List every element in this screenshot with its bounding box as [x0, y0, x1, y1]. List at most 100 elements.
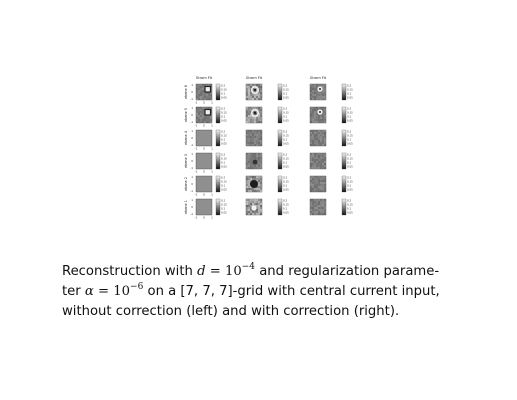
- x-tick-label: 0: [203, 147, 205, 151]
- heatmap-cell: [200, 113, 202, 115]
- heatmap-cell: [312, 159, 314, 161]
- heatmap-cell: [248, 153, 250, 155]
- heatmap-cell: [322, 136, 324, 138]
- heatmap-cell: [320, 184, 322, 186]
- heatmap-cell: [312, 165, 314, 167]
- colorbar-tick-label: 0.05: [347, 188, 353, 192]
- heatmap-cell: [254, 199, 256, 201]
- heatmap-cell: [248, 113, 250, 115]
- colorbar-tick-label: 0.15: [221, 134, 227, 138]
- heatmap-cell: [252, 113, 254, 115]
- heatmap-cell: [246, 111, 248, 113]
- heatmap-cell: [208, 98, 210, 100]
- heatmap-cell: [316, 107, 318, 109]
- heatmap-cell: [202, 115, 204, 117]
- heatmap-cell: [246, 140, 248, 142]
- heatmap-cell: [312, 184, 314, 186]
- heatmap-cell: [252, 130, 254, 132]
- heatmap-cell: [310, 205, 312, 207]
- heatmap-cell: [250, 109, 252, 111]
- heatmap-cell: [314, 157, 316, 159]
- heatmap-cell: [206, 107, 208, 109]
- equals-ten: = 10: [93, 284, 131, 299]
- heatmap-cell: [250, 113, 252, 115]
- heatmap-cell: [256, 138, 258, 140]
- heatmap-cell: [314, 90, 316, 92]
- heatmap-cell: [258, 144, 260, 146]
- heatmap-cell: [324, 176, 326, 178]
- heatmap-cell: [256, 90, 258, 92]
- heatmap-cell: [196, 92, 198, 94]
- heatmap-cell: [322, 144, 324, 146]
- colorbar-tick-label: 0.2: [283, 153, 287, 157]
- heatmap-cell: [324, 96, 326, 98]
- heatmap-cell: [248, 180, 250, 182]
- heatmap-cell: [258, 207, 260, 209]
- heatmap-cell: [248, 190, 250, 192]
- heatmap-cell: [310, 180, 312, 182]
- heatmap-cell: [314, 144, 316, 146]
- heatmap-cell: [260, 115, 262, 117]
- heatmap-cell: [312, 92, 314, 94]
- heatmap-cell: [316, 117, 318, 119]
- heatmap-cell: [316, 92, 318, 94]
- heatmap-cell: [318, 153, 320, 155]
- heatmap-cell: [202, 117, 204, 119]
- heatmap-cell: [258, 161, 260, 163]
- heatmap-cell: [258, 115, 260, 117]
- heatmap-cell: [206, 92, 208, 94]
- heatmap-cell: [310, 159, 312, 161]
- heatmap-cell: [322, 109, 324, 111]
- heatmap-cell: [324, 199, 326, 201]
- heatmap-cell: [248, 88, 250, 90]
- heatmap-cell: [320, 92, 322, 94]
- heatmap-cell: [206, 119, 208, 121]
- heatmap-cell: [324, 144, 326, 146]
- heatmap-cell: [312, 115, 314, 117]
- heatmap-cell: [196, 107, 198, 109]
- heatmap-cell: [318, 167, 320, 169]
- heatmap-cell: [322, 165, 324, 167]
- heatmap-cell: [314, 207, 316, 209]
- heatmap-cell: [254, 121, 256, 123]
- heatmap-cell: [248, 159, 250, 161]
- heatmap-cell: [310, 199, 312, 201]
- heatmap-cell: [310, 134, 312, 136]
- heatmap-cell: [318, 190, 320, 192]
- heatmap-cell: [248, 134, 250, 136]
- heatmap-cell: [316, 178, 318, 180]
- heatmap-cell: [320, 115, 322, 117]
- heatmap-cell: [196, 111, 198, 113]
- heatmap-cell: [316, 94, 318, 96]
- heatmap-cell: [316, 165, 318, 167]
- colorbar-tick-label: 0.1: [221, 161, 225, 165]
- heatmap-cell: [248, 205, 250, 207]
- heatmap-cell: [324, 205, 326, 207]
- colorbar: [341, 198, 347, 216]
- heatmap-cell: [260, 190, 262, 192]
- heatmap-cell: [310, 213, 312, 215]
- heatmap-cell: [314, 165, 316, 167]
- heatmap-cell: [198, 96, 200, 98]
- heatmap-cell: [246, 121, 248, 123]
- heatmap-cell: [310, 92, 312, 94]
- heatmap-cell: [316, 96, 318, 98]
- colorbar: [341, 83, 347, 101]
- heatmap-cell: [316, 115, 318, 117]
- heatmap-cell: [324, 209, 326, 211]
- heatmap-cell: [258, 213, 260, 215]
- heatmap-cell: [310, 138, 312, 140]
- heatmap-cell: [320, 144, 322, 146]
- heatmap-cell: [318, 201, 320, 203]
- heatmap-cell: [252, 159, 254, 161]
- heatmap-cell: [246, 199, 248, 201]
- heatmap-cell: [318, 84, 320, 86]
- heatmap-cell: [206, 98, 208, 100]
- x-tick-label: -1: [195, 216, 198, 220]
- colorbar-tick-label: 0.05: [347, 211, 353, 215]
- heatmap-cell: [258, 86, 260, 88]
- heatmap-cell: [314, 113, 316, 115]
- heatmap-cell: [258, 92, 260, 94]
- heatmap-cell: [248, 165, 250, 167]
